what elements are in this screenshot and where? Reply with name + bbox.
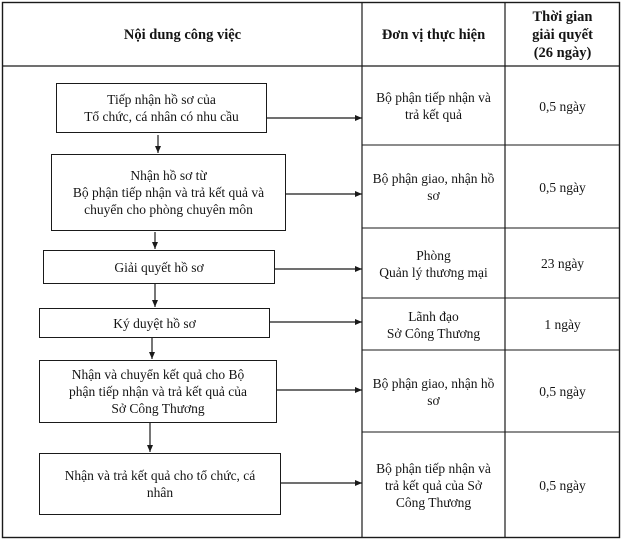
step-box-2: Nhận hồ sơ từ Bộ phận tiếp nhận và trả k… [51, 154, 286, 231]
time-cell-5: 0,5 ngày [539, 384, 586, 399]
unit-cell-3: Phòng Quản lý thương mại [379, 247, 488, 280]
step-box-5: Nhận và chuyển kết quả cho Bộ phận tiếp … [39, 360, 277, 423]
time-cell-4: 1 ngày [544, 317, 581, 332]
step-box-6: Nhận và trả kết quả cho tổ chức, cá nhân [39, 453, 281, 515]
time-cell-6: 0,5 ngày [539, 477, 586, 493]
unit-cell-1: Bộ phận tiếp nhận và trả kết quả [376, 90, 491, 122]
step-box-1: Tiếp nhận hồ sơ của Tổ chức, cá nhân có … [56, 83, 267, 133]
unit-cell-4: Lãnh đạo Sở Công Thương [386, 308, 481, 341]
time-cell-3: 23 ngày [540, 256, 585, 271]
unit-cell-5: Bộ phận giao, nhận hồ sơ [372, 375, 495, 408]
unit-cell-6: Bộ phận tiếp nhận và trả kết quả của Sở … [376, 460, 491, 510]
time-cell-1: 0,5 ngày [539, 98, 586, 114]
header-unit: Đơn vị thực hiện [381, 26, 486, 43]
unit-cell-2: Bộ phận giao, nhận hồ sơ [372, 171, 495, 203]
header-content: Nội dung công việc [123, 26, 242, 43]
step-box-3: Giải quyết hồ sơ [43, 250, 275, 284]
step-box-4: Ký duyệt hồ sơ [39, 308, 270, 338]
time-cell-2: 0,5 ngày [539, 179, 586, 195]
header-time: Thời gian giải quyết (26 ngày) [532, 8, 593, 61]
